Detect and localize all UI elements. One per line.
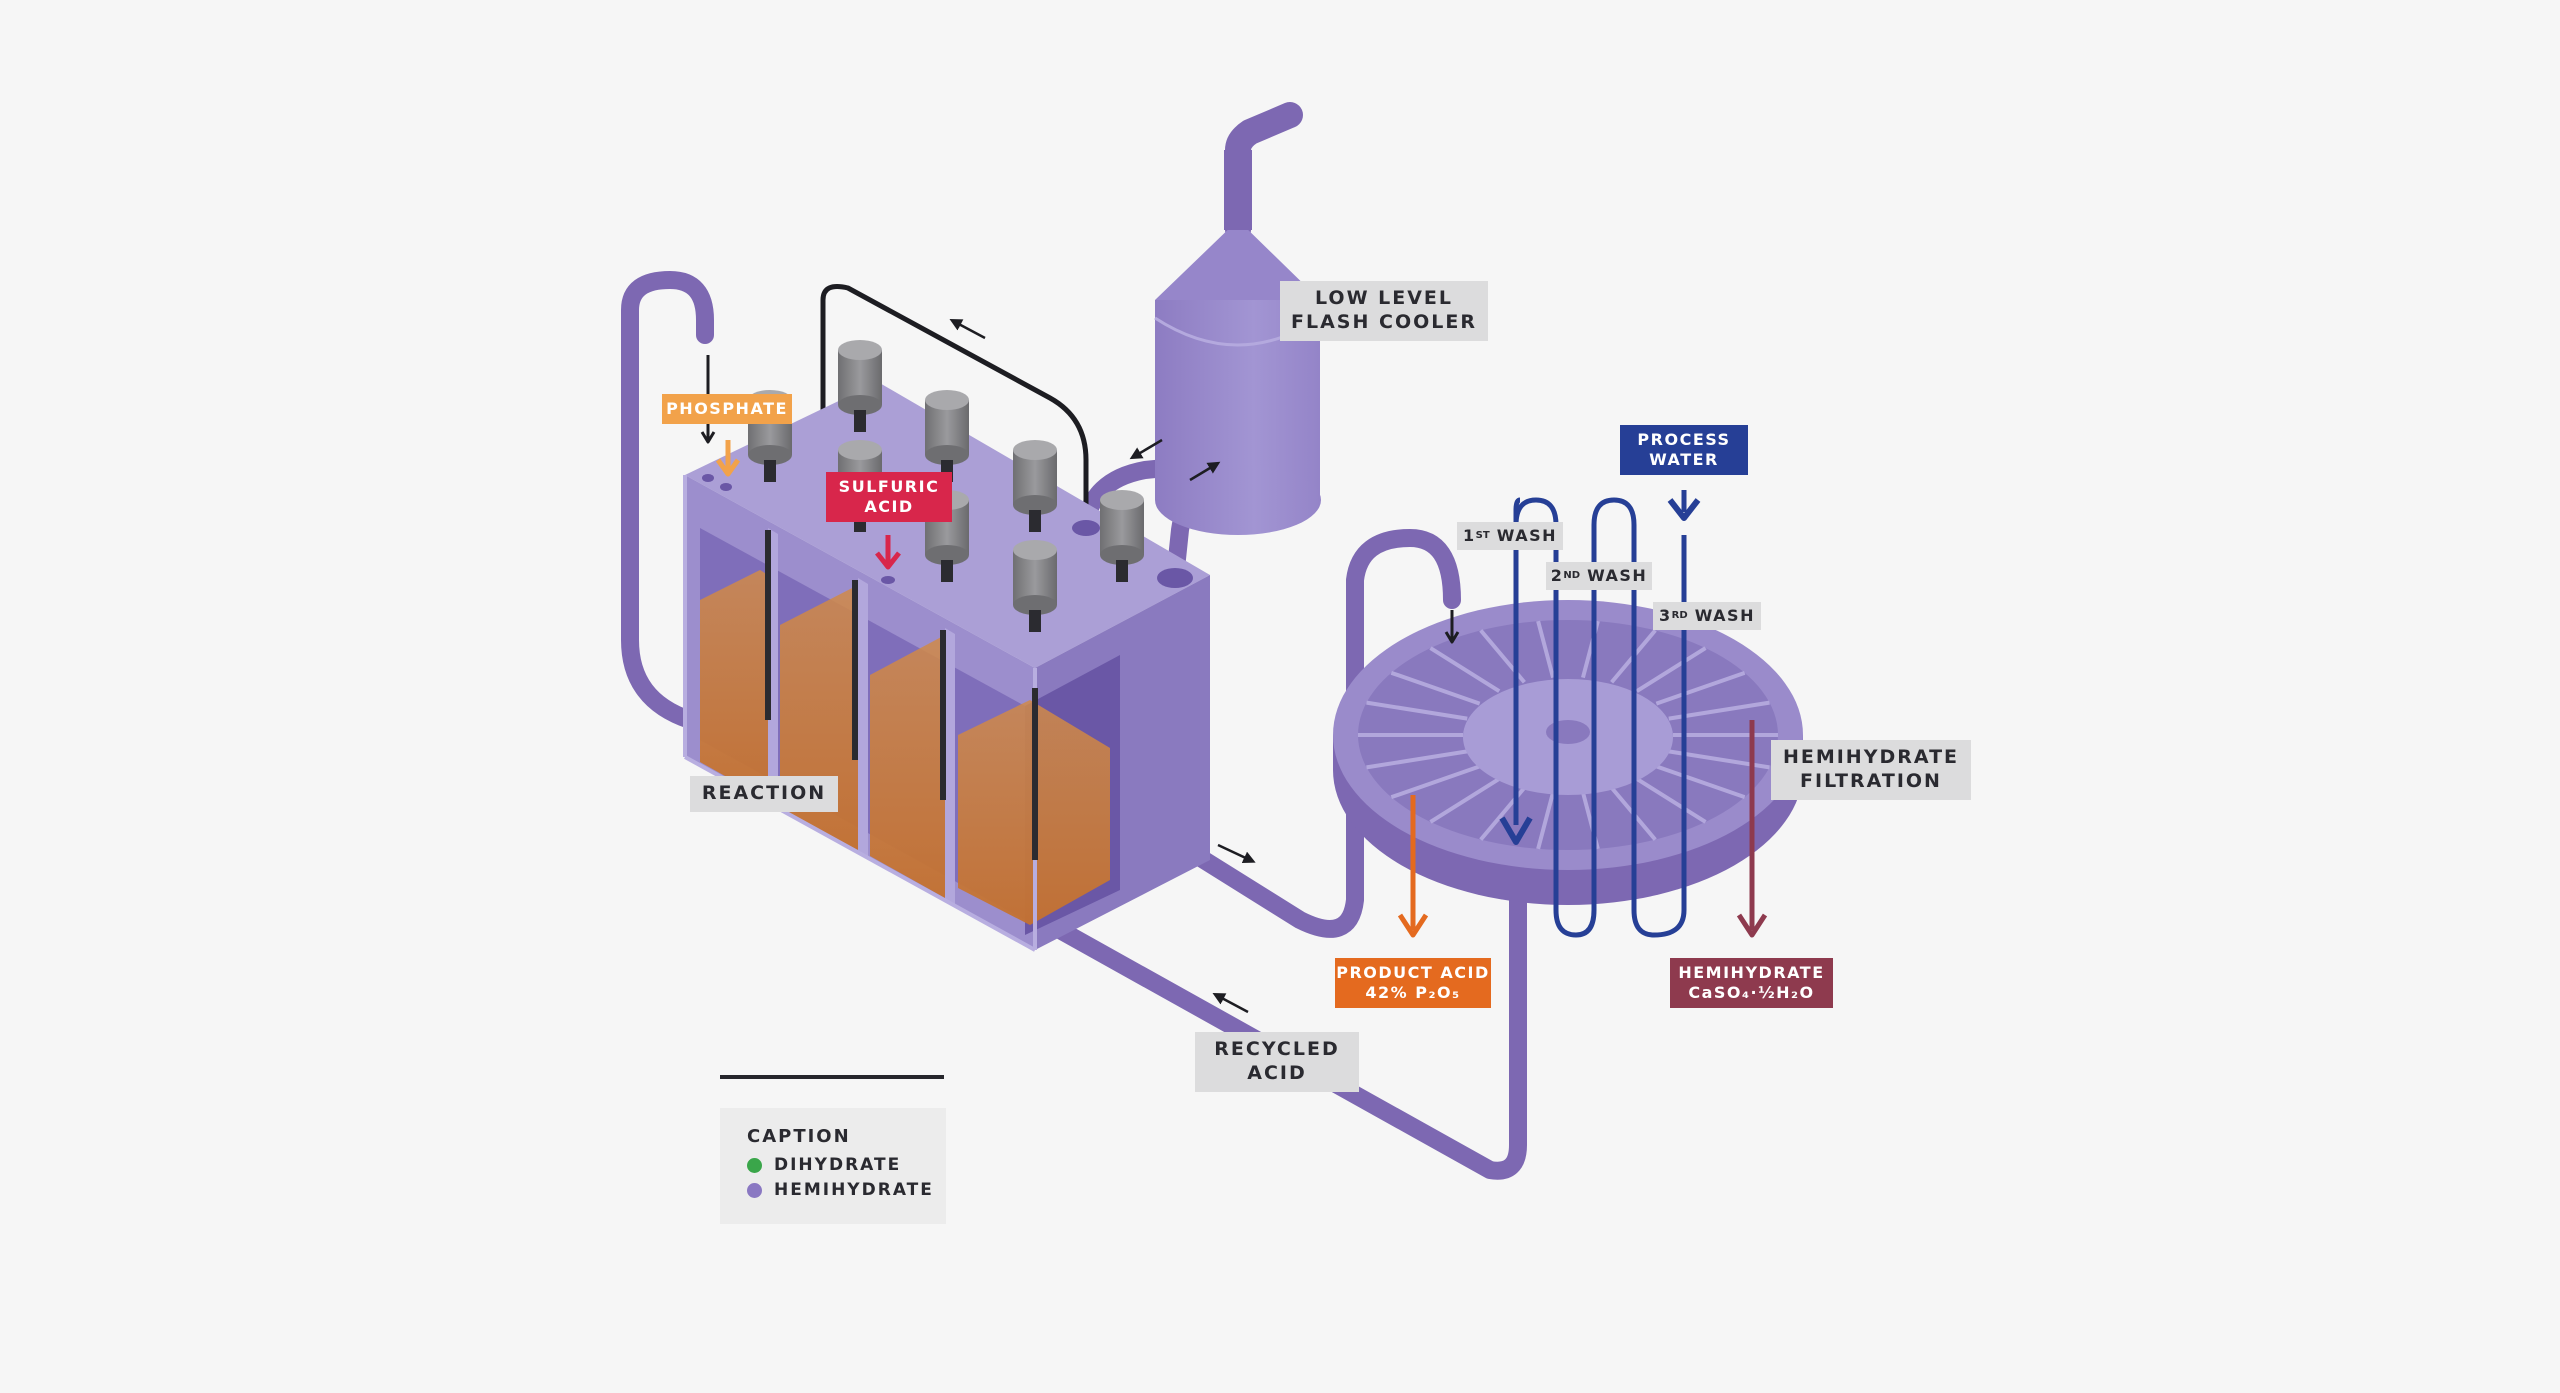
motor [1013,440,1057,532]
label-process-water: PROCESS WATER [1620,425,1748,475]
motor [838,340,882,432]
filter-cell-divider [1536,620,1555,679]
motor [1013,540,1057,632]
legend-item-dihydrate: DIHYDRATE [747,1155,946,1175]
motor [925,390,969,482]
nozzle [1157,568,1193,588]
filter-cell-divider [1429,777,1501,824]
left-recirculation-pipe [621,271,714,729]
caption-legend: CAPTION DIHYDRATE HEMIHYDRATE [720,1108,946,1224]
wash-dots [1554,560,1686,900]
dihydrate-dot [747,1157,762,1173]
motor [1100,490,1144,582]
label-sulfuric-acid: SULFURIC ACID [826,472,952,522]
hemihydrate-dot [747,1182,762,1198]
filter-cell-divider [1390,670,1481,706]
label-product-acid: PRODUCT ACID 42% P₂O₅ [1335,958,1491,1008]
filter-cell-divider [1655,764,1746,800]
label-reaction: REACTION [690,776,838,812]
label-recycled-acid: RECYCLED ACID [1195,1032,1359,1092]
nozzle [702,474,714,482]
vapor-return-line [820,284,1089,592]
flow-arrows [949,319,1256,1014]
filter-cell-divider [1635,777,1707,824]
caption-title: CAPTION [747,1126,851,1147]
filter-cell-divider [1429,646,1501,693]
filter-cell-divider [1635,646,1707,693]
nozzle [1072,520,1100,536]
label-hemihydrate-filtration: HEMIHYDRATE FILTRATION [1771,740,1971,800]
cooler-chimney [1225,102,1303,243]
process-water-arrow [1667,498,1701,521]
filter-cell-divider [1366,700,1468,721]
hemihydrate-filter [1333,600,1803,905]
wash-loop-1 [1513,497,1687,938]
nozzle [720,483,732,491]
label-low-level-flash-cooler: LOW LEVEL FLASH COOLER [1280,281,1488,341]
caption-rule [720,1075,944,1079]
flash-cooler [1154,150,1321,535]
wash-lines [1513,490,1687,938]
label-hemihydrate-output: HEMIHYDRATE CaSO₄·½H₂O [1670,958,1833,1008]
nozzle [881,576,895,584]
label-phosphate: PHOSPHATE [662,394,792,424]
reactor-to-filter-pipe [1171,529,1461,938]
legend-item-hemihydrate: HEMIHYDRATE [747,1180,946,1200]
filter-cell-divider [1390,764,1481,800]
recycled-acid-pipe [1051,881,1527,1180]
outlet-arrows [1397,720,1768,938]
wash-down-arrow [1499,816,1533,845]
filter-cell-divider [1366,749,1468,770]
filter-cell-divider [1655,670,1746,706]
filter-cell-divider [1536,791,1555,850]
